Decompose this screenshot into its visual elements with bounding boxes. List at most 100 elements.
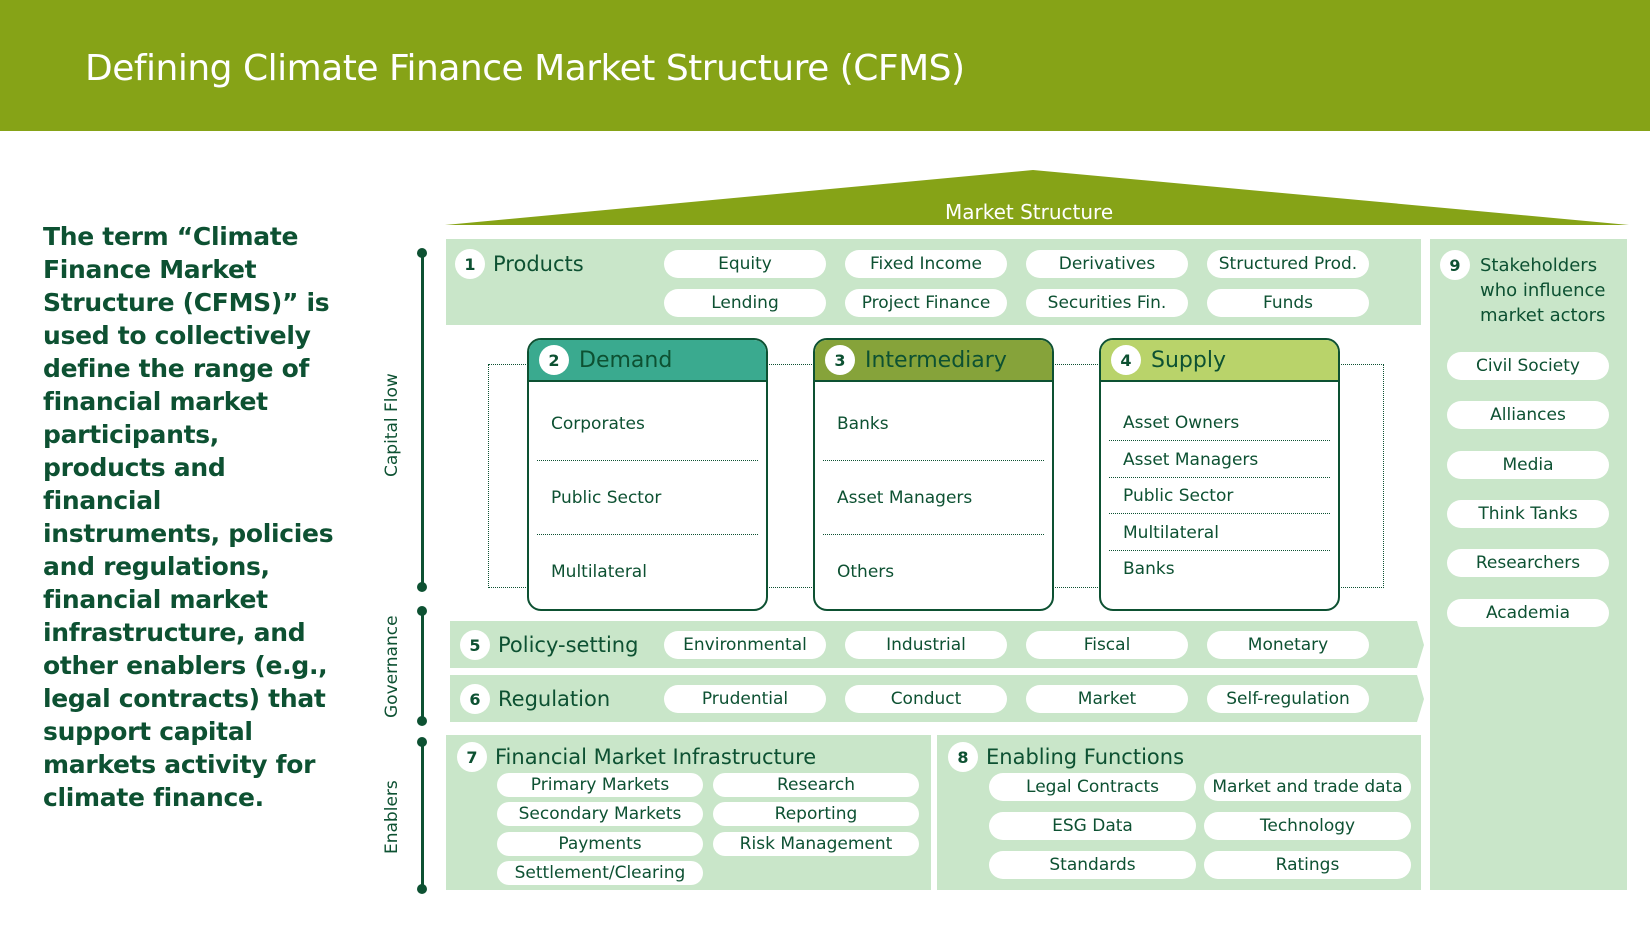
header-bar: Defining Climate Finance Market Structur… [0,0,1650,131]
products-label: Products [493,252,584,276]
product-pill: Equity [664,250,826,278]
policy-pill: Monetary [1207,631,1369,659]
fmi-pill: Secondary Markets [497,802,703,826]
divider [537,534,758,535]
supply-item: Multilateral [1123,523,1219,543]
intermediary-item: Others [837,562,895,582]
demand-header: 2 Demand [529,340,766,382]
fmi-pill: Primary Markets [497,773,703,797]
intermediary-title: Intermediary [865,347,1007,373]
product-pill: Securities Fin. [1026,289,1188,317]
supply-item: Banks [1123,559,1175,579]
demand-item: Multilateral [551,562,647,582]
number-badge: 2 [539,345,569,375]
number-badge: 1 [455,249,485,279]
capital-flow-rail [421,253,424,587]
fmi-pill: Research [713,773,919,797]
product-pill: Derivatives [1026,250,1188,278]
market-structure-label: Market Structure [945,200,1114,224]
divider [537,460,758,461]
divider [1109,513,1330,514]
stakeholder-pill: Alliances [1447,401,1609,429]
regulation-pill: Conduct [845,685,1007,713]
divider [823,460,1044,461]
rail-dot [417,248,427,258]
products-title: 1 Products [455,249,584,279]
divider [1109,440,1330,441]
intermediary-item: Banks [837,414,889,434]
enabling-pill: Legal Contracts [989,773,1196,801]
intermediary-card: 3 Intermediary Banks Asset Managers Othe… [813,338,1054,611]
supply-item: Asset Owners [1123,413,1240,433]
demand-item: Public Sector [551,488,662,508]
policy-title: 5 Policy-setting [460,630,638,660]
governance-label: Governance [382,615,402,718]
fmi-label: Financial Market Infrastructure [495,745,817,769]
product-pill: Structured Prod. [1207,250,1369,278]
fmi-pill: Settlement/Clearing [497,861,703,885]
stakeholder-pill: Civil Society [1447,352,1609,380]
policy-pill: Industrial [845,631,1007,659]
stakeholder-pill: Researchers [1447,549,1609,577]
product-pill: Fixed Income [845,250,1007,278]
regulation-pill: Prudential [664,685,826,713]
number-badge: 3 [825,345,855,375]
enabling-pill: Ratings [1204,851,1411,879]
fmi-pill: Reporting [713,802,919,826]
stakeholder-pill: Media [1447,451,1609,479]
market-structure-roof [445,170,1629,225]
intro-paragraph: The term “Climate Finance Market Structu… [43,222,334,812]
enabling-pill: Market and trade data [1204,773,1411,801]
demand-item: Corporates [551,414,645,434]
stakeholder-pill: Think Tanks [1447,500,1609,528]
fmi-title: 7 Financial Market Infrastructure [457,742,816,772]
policy-pill: Environmental [664,631,826,659]
rail-dot [417,606,427,616]
number-badge: 5 [460,630,490,660]
rail-dot [417,582,427,592]
number-badge: 8 [948,742,978,772]
stakeholder-pill: Academia [1447,599,1609,627]
policy-label: Policy-setting [498,633,639,657]
stakeholders-title-line: market actors [1480,305,1606,326]
enabling-pill: ESG Data [989,812,1196,840]
demand-card: 2 Demand Corporates Public Sector Multil… [527,338,768,611]
number-badge: 7 [457,742,487,772]
number-badge: 4 [1111,345,1141,375]
supply-card: 4 Supply Asset Owners Asset Managers Pub… [1099,338,1340,611]
enablers-rail [421,742,424,890]
divider [1109,550,1330,551]
divider [823,534,1044,535]
rail-dot [417,884,427,894]
supply-item: Asset Managers [1123,450,1259,470]
product-pill: Project Finance [845,289,1007,317]
fmi-pill: Risk Management [713,832,919,856]
enabling-pill: Standards [989,851,1196,879]
stakeholders-title-line: Stakeholders [1480,255,1598,276]
enablers-label: Enablers [382,780,402,854]
fmi-pill: Payments [497,832,703,856]
supply-item: Public Sector [1123,486,1234,506]
supply-header: 4 Supply [1101,340,1338,382]
rail-dot [417,737,427,747]
enabling-pill: Technology [1204,812,1411,840]
enabling-label: Enabling Functions [986,745,1185,769]
number-badge: 9 [1440,250,1470,280]
product-pill: Funds [1207,289,1369,317]
regulation-pill: Self-regulation [1207,685,1369,713]
policy-pill: Fiscal [1026,631,1188,659]
page-title: Defining Climate Finance Market Structur… [85,48,965,89]
stakeholders-title: Stakeholders who influence market actors [1480,253,1605,328]
product-pill: Lending [664,289,826,317]
regulation-title: 6 Regulation [460,684,610,714]
divider [1109,477,1330,478]
intermediary-header: 3 Intermediary [815,340,1052,382]
enabling-title: 8 Enabling Functions [948,742,1184,772]
intermediary-item: Asset Managers [837,488,973,508]
supply-title: Supply [1151,347,1226,373]
number-badge: 6 [460,684,490,714]
demand-title: Demand [579,347,673,373]
regulation-pill: Market [1026,685,1188,713]
stakeholders-title-line: who influence [1480,280,1606,301]
rail-dot [417,716,427,726]
